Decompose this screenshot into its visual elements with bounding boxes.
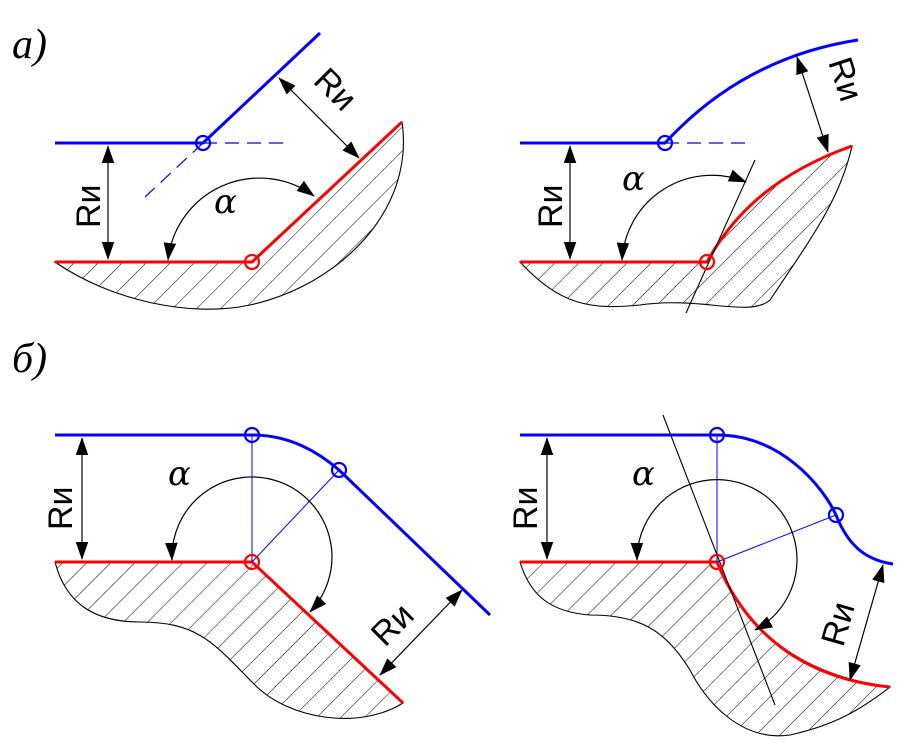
angle-label: α xyxy=(168,454,191,494)
radius-dimension-inclined xyxy=(796,56,829,153)
angle-arc xyxy=(616,169,747,261)
angle-arc xyxy=(165,476,333,613)
tool-tangent-marker-1 xyxy=(708,426,726,444)
tool-tangent-marker-1 xyxy=(243,426,261,444)
radius-dimension-inclined xyxy=(278,77,360,159)
angle-arc xyxy=(163,177,315,261)
radius-line-inclined xyxy=(251,469,340,563)
part-b-label: б) xyxy=(12,336,47,382)
tool-pivot-marker xyxy=(194,134,212,152)
radius-line-inclined xyxy=(716,514,837,563)
angle-label: α xyxy=(214,182,237,222)
radius-label-vertical: Rи xyxy=(70,184,108,228)
panel-a-right: Rи Rи α xyxy=(518,38,870,314)
angle-arc xyxy=(630,479,798,631)
radius-label-vertical: Rи xyxy=(507,486,545,530)
angle-label: α xyxy=(632,454,655,494)
radius-label-inclined: Rи xyxy=(820,53,870,106)
extension-line xyxy=(144,142,290,198)
tool-profile xyxy=(55,31,322,145)
radius-label-inclined: Rи xyxy=(306,61,364,119)
workpiece-profile xyxy=(55,120,404,264)
workpiece-section xyxy=(519,561,892,737)
radius-label-inclined: Rи xyxy=(364,596,422,654)
tool-profile xyxy=(520,38,859,145)
tool-profile xyxy=(55,433,492,617)
workpiece-section xyxy=(54,561,404,719)
tool-tangent-marker-2 xyxy=(827,506,845,524)
tool-tangent-marker-2 xyxy=(330,461,348,479)
angle-label: α xyxy=(622,159,645,199)
panel-a-left: Rи Rи α xyxy=(53,31,404,310)
panel-b-left: Rи Rи α xyxy=(42,426,492,719)
tool-profile xyxy=(520,433,894,566)
radius-label-vertical: Rи xyxy=(42,486,80,530)
radius-dimension-inclined xyxy=(848,564,885,681)
tool-pivot-marker xyxy=(656,134,674,152)
panel-b-right: Rи Rи α xyxy=(507,414,894,737)
radius-label-inclined: Rи xyxy=(814,598,863,650)
radius-dimension-inclined xyxy=(379,589,463,676)
radius-label-vertical: Rи xyxy=(532,184,570,228)
part-a-label: а) xyxy=(12,22,47,68)
